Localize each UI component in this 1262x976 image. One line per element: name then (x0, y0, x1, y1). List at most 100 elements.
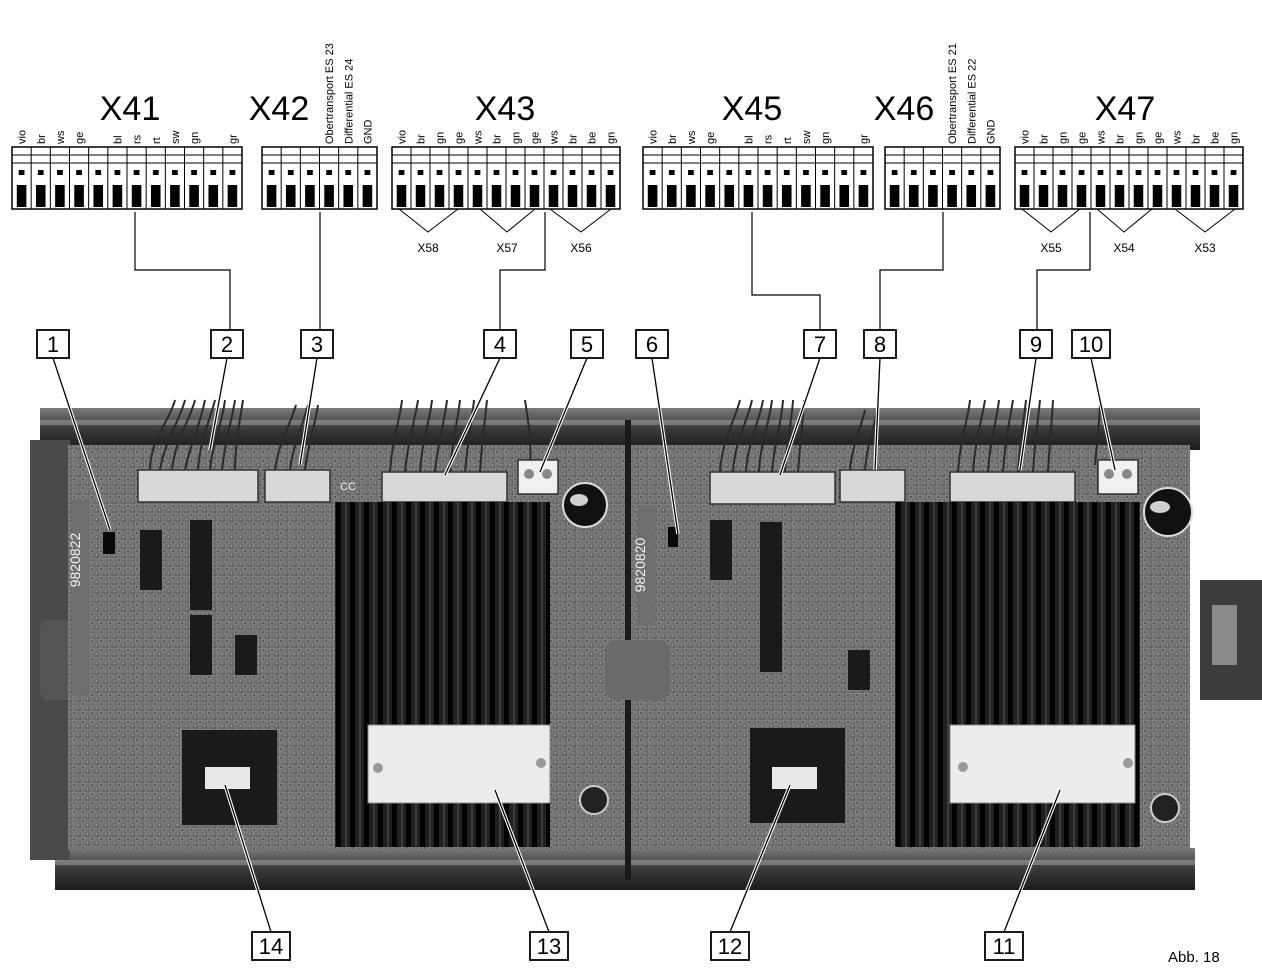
terminal-pin-x47-8 (1154, 170, 1161, 175)
pin-label-gn: gn (1134, 132, 1146, 144)
terminal-pin-x41-2 (37, 170, 44, 175)
terminal-screw-x41-4 (74, 185, 84, 207)
callout-leader (444, 357, 501, 476)
terminal-pin-x47-4 (1078, 170, 1085, 175)
right-header-x47 (949, 471, 1076, 503)
connector-label-x43: X43 (475, 90, 536, 128)
terminal-pin-x41-12 (229, 170, 236, 175)
terminal-pin-x41-4 (76, 170, 82, 175)
terminal-pin-x45-7 (764, 170, 771, 175)
terminal-screw-x41-2 (35, 185, 46, 207)
terminal-screw-x45-11 (839, 185, 850, 207)
connector-label-x42: X42 (249, 90, 310, 128)
terminal-screw-x43-5 (472, 185, 483, 207)
terminal-screw-x47-11 (1209, 185, 1220, 207)
pin-label-be: be (587, 132, 599, 144)
pin-label-br: br (568, 134, 580, 144)
pin-label-obertransport-es-21: Obertransport ES 21 (947, 43, 959, 144)
sub-connector-label: X56 (570, 241, 592, 255)
callout-box (570, 329, 604, 359)
terminal-screw-x41-3 (55, 185, 65, 207)
callout-10: 10 (1071, 329, 1117, 471)
terminal-screw-x45-9 (801, 185, 811, 207)
terminal-pin-x46-3 (930, 170, 936, 175)
terminal-pin-x47-6 (1116, 170, 1123, 175)
callout-box (710, 931, 750, 961)
pin-label-br: br (1191, 134, 1203, 144)
callout-number: 6 (646, 332, 658, 357)
terminal-pin-x42-6 (364, 170, 371, 175)
terminal-pin-x45-1 (649, 170, 656, 175)
terminal-pin-x41-1 (18, 170, 25, 175)
callout-6: 6 (635, 329, 680, 535)
sub-connector-label: X57 (496, 241, 518, 255)
pin-label-ws: ws (549, 130, 561, 145)
right-ribbon-cable (605, 640, 670, 700)
terminal-pin-x45-4 (707, 170, 713, 175)
callout-number: 2 (221, 332, 233, 357)
terminal-screw-x45-7 (762, 185, 773, 207)
pin-label-gn: gn (1058, 132, 1070, 144)
terminal-pin-x46-1 (891, 170, 898, 175)
callout-leader (1090, 357, 1116, 471)
controller-board-photo: 9820822 CC (30, 399, 1262, 900)
terminal-pin-x43-3 (436, 170, 443, 175)
pin-label-gn: gn (820, 132, 832, 144)
terminal-pin-x42-2 (287, 170, 294, 175)
callout-number: 9 (1030, 332, 1042, 357)
callout-leader (539, 357, 588, 473)
pin-label-gn: gn (435, 132, 447, 144)
left-header-x43 (381, 471, 508, 503)
terminal-pin-x46-5 (968, 170, 975, 175)
terminal-pin-x45-6 (745, 170, 752, 175)
pin-label-gr: gr (227, 134, 239, 144)
callout-leader (1003, 789, 1061, 933)
right-header-x46 (839, 469, 906, 503)
terminal-screw-x41-6 (112, 185, 123, 207)
terminal-screw-x41-10 (189, 185, 199, 207)
terminal-pin-x43-12 (607, 170, 614, 175)
terminal-screw-x43-4 (453, 185, 464, 207)
callout-box (483, 329, 517, 359)
connector-leader-line (134, 212, 231, 330)
right-ic-1 (760, 522, 782, 672)
terminal-pin-x42-3 (307, 170, 313, 175)
pin-label-ge: ge (1153, 132, 1165, 144)
callout-box (803, 329, 837, 359)
pin-label-ws: ws (686, 130, 698, 145)
terminal-pin-x43-4 (455, 170, 462, 175)
terminal-pin-x45-8 (783, 170, 790, 175)
terminal-screw-x41-1 (16, 185, 27, 207)
terminal-screw-x45-1 (647, 185, 658, 207)
terminal-screw-x41-7 (131, 185, 142, 207)
connector-leader-line (1036, 212, 1091, 330)
pin-label-gnd: GND (985, 120, 997, 145)
terminal-pin-x45-5 (726, 170, 733, 175)
terminal-pin-x46-4 (949, 170, 955, 175)
callout-box (635, 329, 669, 359)
terminal-pin-x43-2 (417, 170, 424, 175)
pin-label-gn: gn (189, 132, 201, 144)
callout-box (210, 329, 244, 359)
left-power-terminal (517, 459, 559, 495)
left-ic-4 (235, 635, 257, 675)
left-header-x41 (137, 469, 259, 503)
pin-label-vio: vio (17, 130, 29, 144)
terminal-pin-x41-7 (133, 170, 140, 175)
pin-label-ge: ge (74, 132, 86, 144)
terminal-screw-x46-3 (928, 185, 938, 207)
terminal-pin-x45-10 (822, 170, 828, 175)
callout-14: 14 (223, 784, 291, 961)
pin-label-ge: ge (1077, 132, 1089, 144)
terminal-pin-x47-5 (1097, 170, 1104, 175)
left-heatsink-label-plate (367, 724, 551, 804)
pin-label-br: br (492, 134, 504, 144)
terminal-screw-x47-6 (1114, 185, 1125, 207)
pin-label-vio: vio (397, 130, 409, 144)
terminal-screw-x42-6 (362, 185, 373, 207)
right-ic-3 (848, 650, 870, 690)
pin-label-be: be (1210, 132, 1222, 144)
left-wire-bundles (149, 399, 532, 473)
